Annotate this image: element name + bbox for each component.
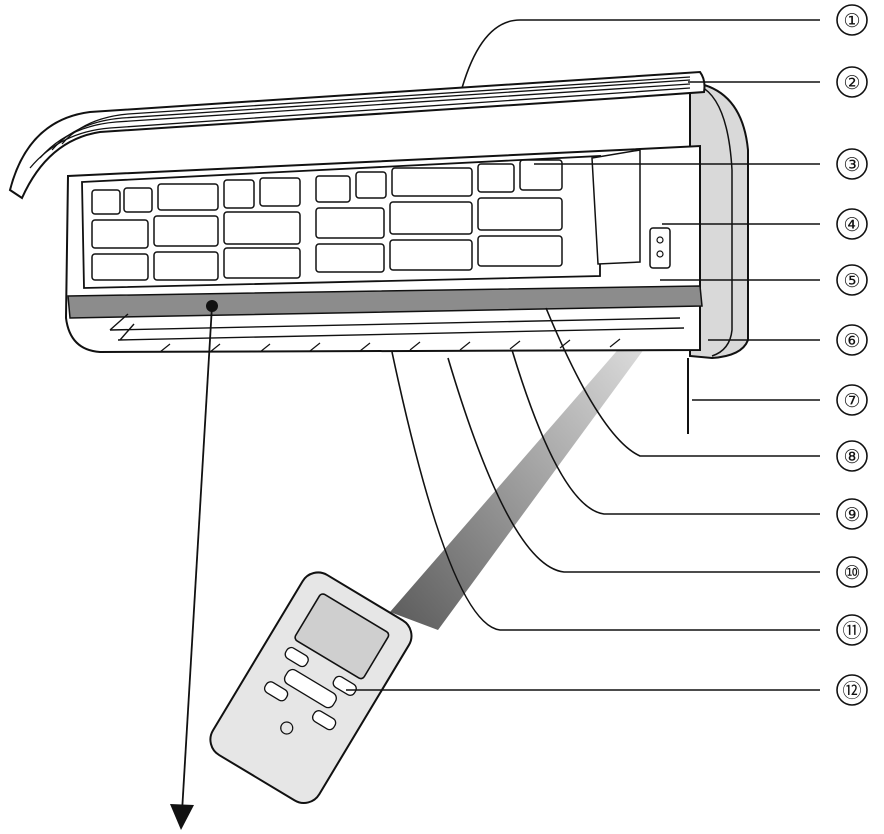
callout-label-7: ⑦: [843, 390, 860, 412]
callout-circle-7: [836, 384, 868, 416]
leader-line-11: [391, 351, 820, 631]
leader-line-1: [461, 19, 820, 89]
callout-label-3: ③: [843, 154, 860, 176]
callout-label-8: ⑧: [843, 446, 860, 468]
horizontal-louver-blades: [159, 338, 621, 353]
callout-circle-3: [836, 148, 868, 180]
callout-labels: ① ② ③ ④ ⑤ ⑥ ⑦ ⑧ ⑨ ⑩ ⑪ ⑫: [842, 10, 861, 702]
side-panel: [689, 80, 749, 360]
callout-label-10: ⑩: [843, 562, 860, 584]
side-panel-edge: [699, 85, 733, 357]
detail-arrow-head: [170, 804, 194, 830]
signal-beam: [390, 292, 680, 630]
leader-line-8: [545, 307, 820, 457]
callout-circle-9: [836, 498, 868, 530]
callout-label-12: ⑫: [842, 680, 861, 702]
air-filter-left: [91, 177, 301, 281]
leader-line-9: [511, 349, 820, 515]
callout-label-9: ⑨: [843, 504, 860, 526]
signal-receiver-strip: [67, 285, 703, 319]
vertical-louvers: [109, 313, 685, 341]
control-housing: [591, 149, 641, 265]
callout-label-2: ②: [843, 72, 860, 94]
air-filter-right: [315, 159, 563, 273]
callout-circle-10: [836, 556, 868, 588]
display-panel: [649, 227, 671, 269]
callout-circle-6: [836, 324, 868, 356]
timer-indicator: [656, 250, 664, 258]
remote-control: [209, 571, 413, 804]
callout-label-5: ⑤: [843, 270, 860, 292]
callout-label-4: ④: [843, 214, 860, 236]
callout-circle-2: [836, 66, 868, 98]
callout-label-1: ①: [843, 10, 860, 32]
operation-indicator: [656, 236, 664, 244]
front-panel-ribs: [29, 76, 691, 169]
callout-circle-1: [836, 4, 868, 36]
callout-circle-5: [836, 264, 868, 296]
callout-circle-8: [836, 440, 868, 472]
detail-arrow-dot: [206, 300, 218, 312]
leader-lines: [346, 19, 820, 691]
detail-arrow-line: [181, 305, 213, 813]
callout-circles: [836, 4, 868, 706]
filter-frame: [81, 155, 601, 289]
callout-circle-12: [836, 674, 868, 706]
callout-circle-11: [836, 614, 868, 646]
callout-label-11: ⑪: [842, 620, 861, 642]
leader-line-10: [447, 357, 820, 573]
callout-circle-4: [836, 208, 868, 240]
callout-label-6: ⑥: [843, 330, 860, 352]
